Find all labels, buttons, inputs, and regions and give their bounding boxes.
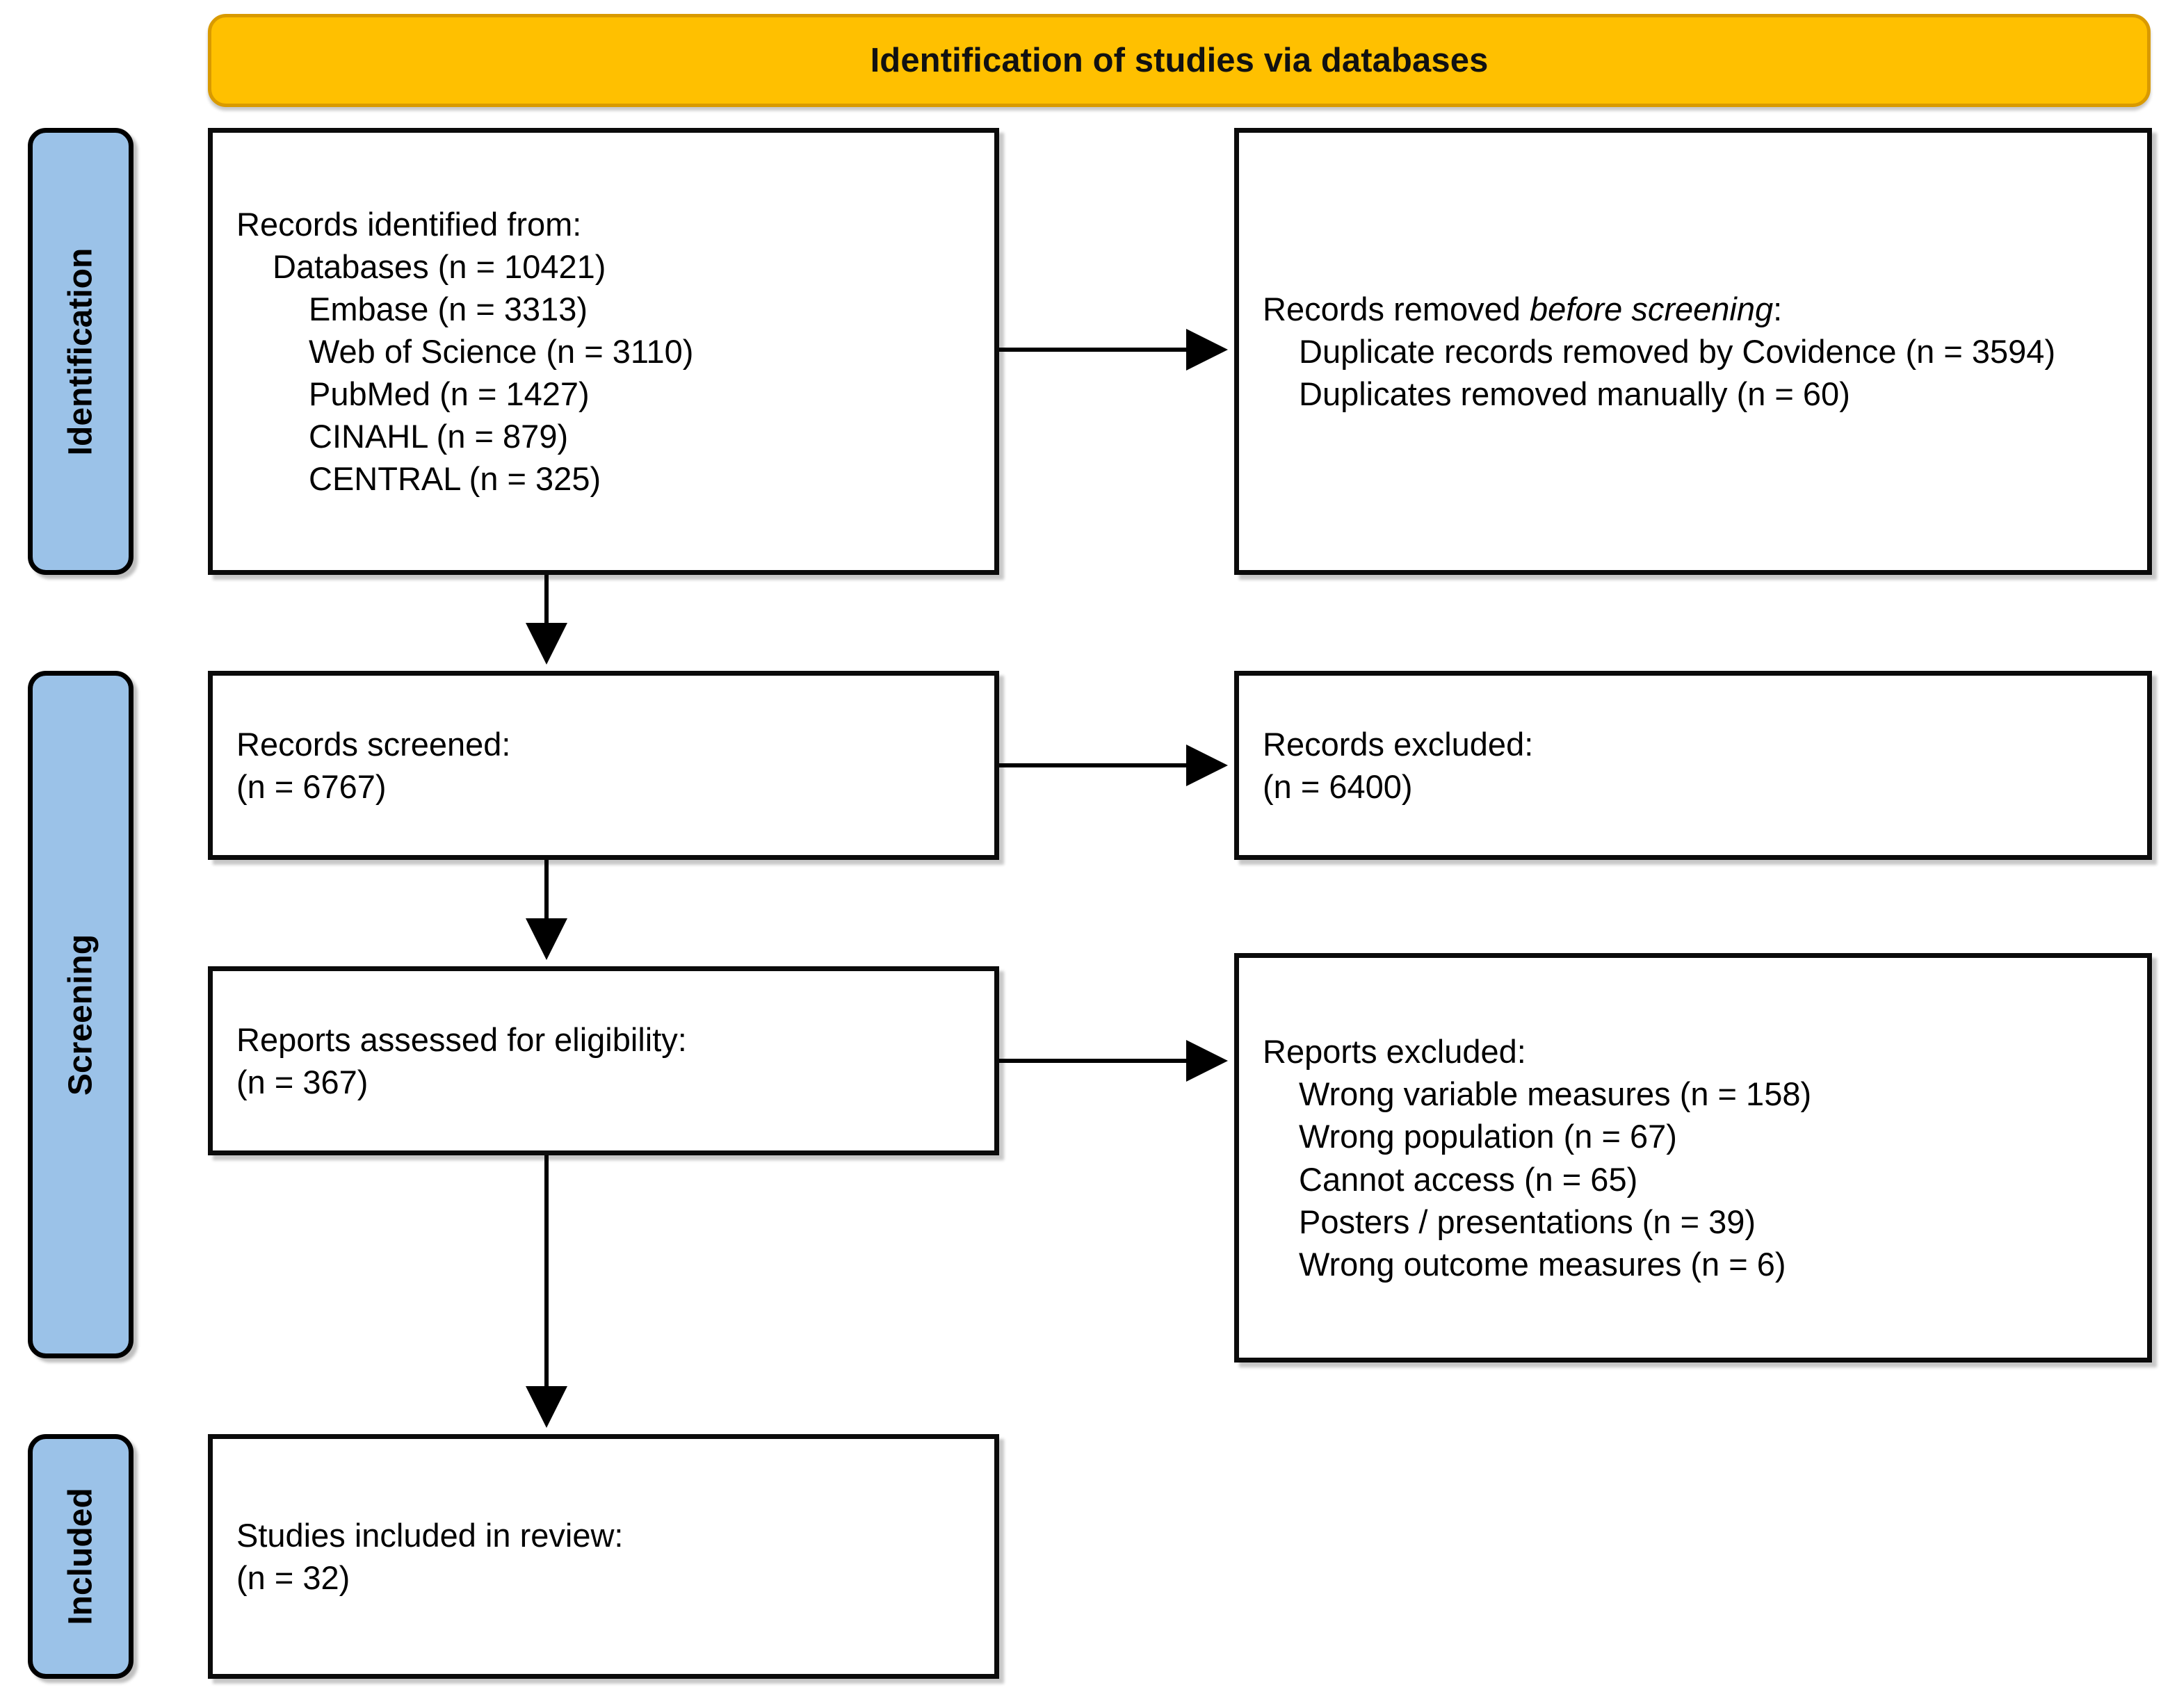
box-reports-assessed-for-eligibility: Reports assessed for eligibility: (n = 3… xyxy=(208,966,999,1155)
phase-label-screening-text: Screening xyxy=(62,934,99,1096)
box-records-removed-item: Duplicate records removed by Covidence (… xyxy=(1299,332,2056,370)
box-records-excluded-count: (n = 6400) xyxy=(1263,768,1413,805)
box-reports-excluded-item: Wrong population (n = 67) xyxy=(1299,1118,1677,1155)
records-removed-suffix: : xyxy=(1773,290,1783,327)
box-reports-excluded-item: Wrong outcome measures (n = 6) xyxy=(1299,1245,1786,1283)
box-records-removed-before-screening: Records removed before screening: Duplic… xyxy=(1234,128,2152,575)
box-eligibility-title: Reports assessed for eligibility: xyxy=(236,1020,687,1058)
box-studies-included-in-review: Studies included in review: (n = 32) xyxy=(208,1434,999,1679)
box-records-excluded-title: Records excluded: xyxy=(1263,725,1534,763)
box-reports-excluded-title: Reports excluded: xyxy=(1263,1033,1526,1071)
box-records-identified-item: CENTRAL (n = 325) xyxy=(309,460,601,498)
box-records-identified: Records identified from: Databases (n = … xyxy=(208,128,999,575)
box-records-screened: Records screened: (n = 6767) xyxy=(208,671,999,860)
box-records-removed-title: Records removed before screening: xyxy=(1263,288,2123,330)
box-reports-excluded-item: Posters / presentations (n = 39) xyxy=(1299,1203,1756,1240)
box-included-title: Studies included in review: xyxy=(236,1516,624,1554)
box-records-identified-item: Databases (n = 10421) xyxy=(273,247,606,285)
box-records-identified-title: Records identified from: xyxy=(236,205,582,243)
box-records-excluded: Records excluded: (n = 6400) xyxy=(1234,671,2152,860)
records-removed-prefix: Records removed xyxy=(1263,290,1530,327)
box-records-removed-item: Duplicates removed manually (n = 60) xyxy=(1299,375,1850,413)
phase-label-identification-text: Identification xyxy=(62,247,99,455)
phase-label-screening: Screening xyxy=(28,671,133,1358)
diagram-title: Identification of studies via databases xyxy=(870,42,1489,79)
diagram-header-banner: Identification of studies via databases xyxy=(208,14,2151,107)
box-records-identified-item: Embase (n = 3313) xyxy=(309,290,588,327)
box-records-screened-count: (n = 6767) xyxy=(236,768,387,805)
records-removed-emphasis: before screening xyxy=(1530,290,1774,327)
phase-label-included: Included xyxy=(28,1434,133,1679)
box-reports-excluded: Reports excluded: Wrong variable measure… xyxy=(1234,953,2152,1363)
box-included-count: (n = 32) xyxy=(236,1559,350,1596)
box-records-screened-title: Records screened: xyxy=(236,725,511,763)
box-eligibility-count: (n = 367) xyxy=(236,1064,369,1100)
phase-label-identification: Identification xyxy=(28,128,133,575)
box-records-identified-item: CINAHL (n = 879) xyxy=(309,418,569,455)
phase-label-included-text: Included xyxy=(62,1488,99,1625)
box-records-identified-item: PubMed (n = 1427) xyxy=(309,375,590,413)
box-reports-excluded-item: Wrong variable measures (n = 158) xyxy=(1299,1075,1812,1113)
box-records-identified-item: Web of Science (n = 3110) xyxy=(309,332,694,370)
box-reports-excluded-item: Cannot access (n = 65) xyxy=(1299,1160,1638,1198)
